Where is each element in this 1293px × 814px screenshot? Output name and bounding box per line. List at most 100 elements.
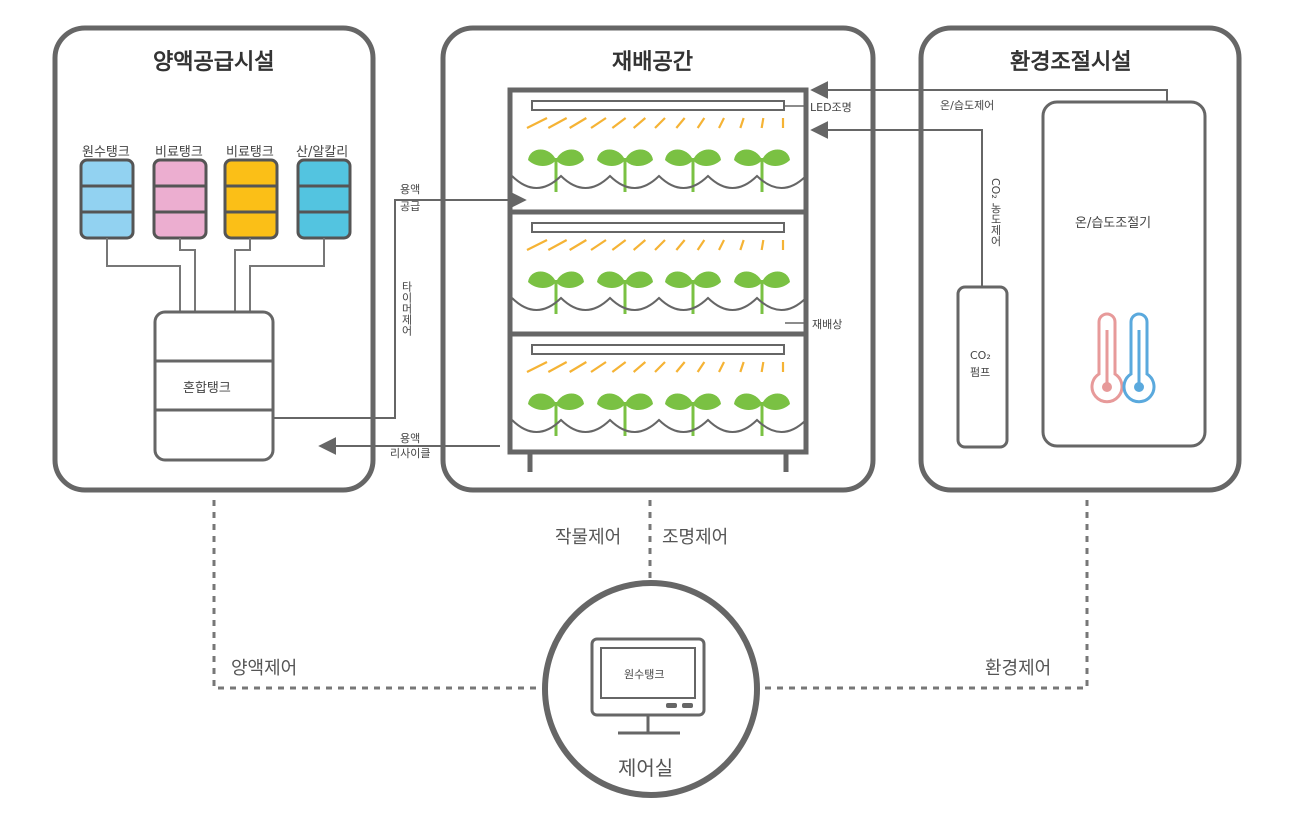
light-ray (547, 117, 568, 129)
light-ray (696, 361, 706, 373)
monitor-screen-text: 원수탱크 (624, 668, 665, 681)
cultivation-bed-wave (511, 418, 807, 433)
led-light-bar (531, 100, 785, 111)
light-ray (739, 361, 745, 373)
co2-pump-label: CO₂ (970, 349, 991, 362)
light-ray (739, 117, 745, 129)
light-ray (569, 361, 587, 373)
co2-pump-box (956, 285, 1009, 449)
light-ray (526, 239, 548, 251)
co2-pipe (810, 121, 983, 288)
supply-pipe (273, 191, 527, 419)
cultivation-bed-wave (511, 174, 807, 189)
light-ray (611, 117, 627, 129)
light-ray (547, 239, 568, 251)
light-ray (654, 239, 666, 251)
tank-body (296, 158, 352, 240)
sprout-icon (734, 149, 790, 192)
light-ray (569, 239, 587, 251)
sprout-icon (734, 271, 790, 314)
humidity-controller-label: 온/습도조절기 (1075, 216, 1152, 231)
led-label: LED조명 (810, 101, 852, 114)
sprout-icon (597, 271, 653, 314)
tank-label: 비료탱크 (226, 145, 274, 160)
cultivation-section-frame (440, 25, 876, 493)
light-ray (760, 117, 765, 129)
light-control-label: 조명제어 (662, 527, 729, 548)
led-light-bar (531, 344, 785, 355)
cultivation-rack (507, 87, 809, 472)
light-ray (718, 117, 725, 129)
timer-control-label: 타이머제어 (400, 281, 413, 336)
tank-body (223, 158, 279, 240)
nutrient-section-title: 양액공급시설 (153, 50, 275, 75)
light-ray (590, 117, 607, 129)
light-ray (611, 239, 627, 251)
light-ray (632, 239, 647, 251)
control-room-label: 제어실 (618, 756, 674, 780)
light-ray (718, 239, 725, 251)
light-ray (632, 117, 647, 129)
tank-label: 원수탱크 (82, 145, 130, 160)
light-ray (696, 239, 706, 251)
light-ray (696, 117, 706, 129)
light-ray (632, 361, 647, 373)
light-ray (526, 361, 548, 373)
led-light-bar (531, 222, 785, 233)
cultivation-section-title: 재배공간 (612, 50, 693, 75)
sprout-icon (734, 393, 790, 436)
co2-control-label: CO₂ 농도제어 (989, 178, 1002, 247)
monitor-icon (590, 637, 706, 735)
tank-pipes (106, 238, 325, 312)
light-ray (760, 361, 765, 373)
nutrient-section-frame (52, 25, 376, 493)
supply-label: 공급 (400, 200, 421, 213)
shelf-contents (511, 100, 807, 436)
tank-group (79, 158, 352, 240)
supply-label: 용액 (400, 183, 421, 196)
humidity-controller-box (1041, 100, 1207, 448)
thermometer-icon (1122, 312, 1156, 404)
light-ray (739, 239, 745, 251)
temp-humidity-pipe (810, 81, 1168, 102)
bed-label: 재배상 (812, 318, 843, 331)
sprout-icon (597, 393, 653, 436)
mix-tank-label: 혼합탱크 (183, 381, 231, 396)
control-lines (212, 500, 1089, 690)
light-ray (675, 361, 686, 373)
light-ray (590, 239, 607, 251)
crop-control-label: 작물제어 (555, 527, 622, 548)
light-ray (569, 117, 587, 129)
light-ray (675, 239, 686, 251)
light-ray (590, 361, 607, 373)
sprout-icon (665, 393, 721, 436)
temp-humidity-control-label: 온/습도제어 (940, 99, 995, 112)
sprout-icon (528, 271, 584, 314)
tank-body (79, 158, 135, 240)
mix-tank (153, 310, 275, 462)
recycle-label: 용액 (400, 432, 421, 445)
sprout-icon (528, 393, 584, 436)
environment-control-label: 환경제어 (985, 658, 1052, 679)
light-ray (760, 239, 765, 251)
co2-pump-label: 펌프 (970, 366, 991, 379)
sprout-icon (528, 149, 584, 192)
sprout-icon (665, 271, 721, 314)
tank-body (152, 158, 208, 240)
light-ray (611, 361, 627, 373)
light-ray (654, 117, 666, 129)
light-ray (718, 361, 725, 373)
environment-section-title: 환경조절시설 (1010, 50, 1132, 75)
tank-label: 비료탱크 (155, 145, 203, 160)
light-ray (654, 361, 666, 373)
recycle-label: 리사이클 (390, 447, 431, 460)
light-ray (526, 117, 548, 129)
tank-label: 산/알칼리 (296, 145, 349, 160)
light-ray (547, 361, 568, 373)
cultivation-bed-wave (511, 296, 807, 311)
nutrient-control-label: 양액제어 (231, 658, 298, 679)
light-ray (675, 117, 686, 129)
environment-section-frame (918, 25, 1242, 493)
